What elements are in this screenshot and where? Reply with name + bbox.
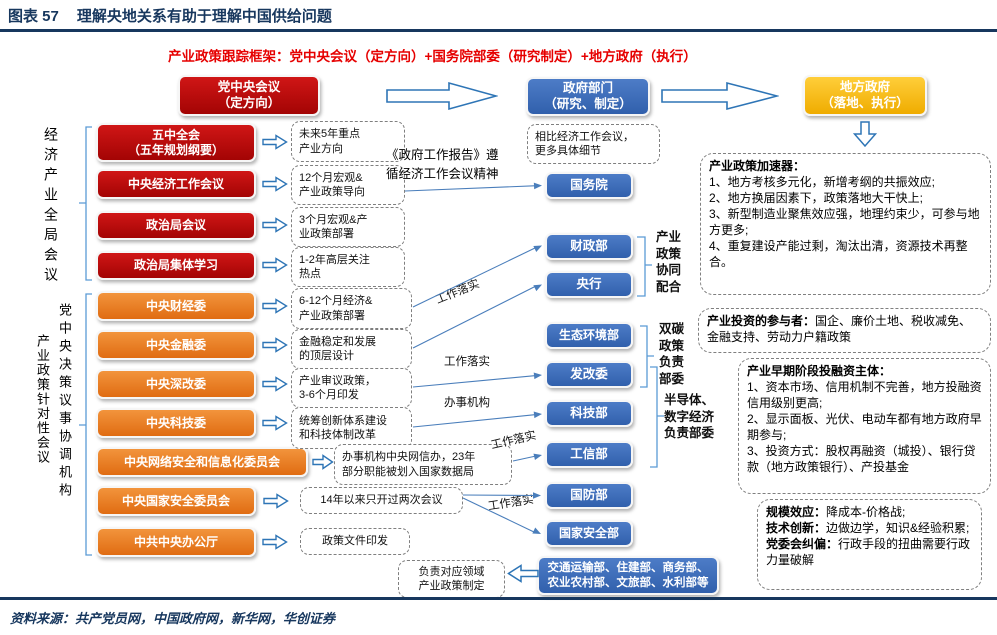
early-financing-note: 产业早期阶段投融资主体： 1、资本市场、信用机制不完善，地方投融资信用级别更高;… — [738, 358, 991, 494]
effects-term: 技术创新： — [766, 521, 827, 536]
arrow-label-work-implement: 工作落实 — [489, 429, 538, 452]
side-label-economy-meetings: 经济产业全局会议 — [43, 127, 59, 287]
effects-term: 规模效应： — [766, 505, 827, 519]
party-meeting-box: 党中央会议 （定方向） — [178, 75, 320, 116]
ministries-other-box: 交通运输部、住建部、商务部、 农业农村部、文旅部、水利部等 — [537, 556, 719, 595]
commission-science-box: 中央科技委 — [96, 408, 256, 438]
figure-header: 图表 57 理解央地关系有助于理解中国供给问题 — [8, 5, 332, 26]
meeting-box-politburo-study: 政治局集体学习 — [96, 251, 256, 280]
commission-finance-economy-box: 中央财经委 — [96, 291, 256, 321]
general-office-box: 中共中央办公厅 — [96, 527, 256, 557]
note-two-meetings: 14年以来只开过两次会议 — [300, 487, 463, 514]
arrow-label-working-body: 办事机构 — [444, 397, 490, 409]
financing-item: 3、投资方式：股权再融资（城投）、银行贷款（地方政策银行）、产投基金 — [747, 444, 976, 475]
effects-item: 规模效应：降成本-价格战; — [766, 504, 973, 520]
arrow-label-work-implement: 工作落实 — [444, 356, 490, 368]
footer-divider — [0, 597, 997, 600]
meeting-box-politburo: 政治局会议 — [96, 211, 256, 240]
note-3m-deployment: 3个月宏观&产 业政策部署 — [291, 207, 405, 247]
small-right-arrow-icon — [262, 534, 288, 550]
big-right-arrow-icon — [661, 81, 779, 111]
commission-financial-box: 中央金融委 — [96, 330, 256, 360]
small-right-arrow-icon — [262, 176, 288, 192]
big-right-arrow-icon — [386, 81, 498, 111]
small-right-arrow-icon — [262, 298, 288, 314]
government-dept-box: 政府部门 （研究、制定） — [526, 77, 650, 116]
small-right-arrow-icon — [262, 337, 288, 353]
note-duty-policy-making: 负责对应领域 产业政策制定 — [398, 560, 505, 598]
participants-text: 国企、廉价土地、税收减免、金融支持、劳动力户籍政策 — [707, 314, 972, 345]
small-right-arrow-icon — [262, 415, 288, 431]
arrow-label-work-implement: 工作落实 — [434, 278, 482, 307]
bracket-label-policy-coordination: 产业 政策 协同 配合 — [656, 230, 682, 294]
effects-term: 党委会纠偏： — [766, 537, 839, 552]
accelerator-item: 1、地方考核多元化，新增考纲的共振效应; — [709, 175, 936, 190]
figure-label: 图表 57 — [8, 8, 59, 25]
accelerator-item: 4、重复建设产能过剩，淘汰出清，资源技术再整合。 — [709, 239, 968, 270]
commission-deep-reform-box: 中央深改委 — [96, 369, 256, 399]
effects-item: 党委会纠偏：行政手段的扭曲需要行政力量破解 — [766, 536, 973, 568]
ministry-state-security-box: 国家安全部 — [545, 520, 633, 547]
note-innovation-system: 统筹创新体系建设 和科技体制改革 — [291, 407, 412, 449]
arrow-label-work-implement: 工作落实 — [487, 493, 535, 513]
note-5yr-direction: 未来5年重点 产业方向 — [291, 121, 405, 162]
report-follows-note: 《政府工作报告》遵 循经济工作会议精神 — [386, 148, 499, 181]
effects-text: 边做边学，知识&经验积累; — [826, 521, 970, 536]
small-right-arrow-icon — [263, 493, 289, 509]
accelerator-item: 3、新型制造业聚焦效应强，地理约束少，可参与地方更多; — [709, 207, 980, 238]
note-12m-orientation: 12个月宏观& 产业政策导向 — [291, 165, 405, 205]
meeting-box-economic-work: 中央经济工作会议 — [96, 169, 256, 199]
commission-national-security-box: 中央国家安全委员会 — [96, 486, 256, 516]
financing-item: 2、显示面板、光伏、电动车都有地方政府早期参与; — [747, 412, 982, 443]
note-document-issue: 政策文件印发 — [300, 528, 410, 555]
effects-note: 规模效应：降成本-价格战; 技术创新：边做边学，知识&经验积累; 党委会纠偏：行… — [757, 499, 982, 590]
note-policy-review: 产业审议政策， 3-6个月印发 — [291, 368, 412, 408]
note-more-details: 相比经济工作会议， 更多具体细节 — [527, 124, 660, 164]
effects-text: 降成本-价格战; — [826, 505, 906, 519]
bracket-label-semiconductor: 半导体、 数字经济 负责部委 — [664, 393, 715, 440]
investment-participants-note: 产业投资的参与者：国企、廉价土地、税收减免、金融支持、劳动力户籍政策 — [698, 308, 991, 353]
participants-title: 产业投资的参与者： — [707, 314, 816, 328]
state-council-box: 国务院 — [545, 172, 633, 199]
title-divider — [0, 29, 997, 32]
left-arrow-icon — [507, 564, 539, 583]
effects-item: 技术创新：边做边学，知识&经验积累; — [766, 520, 973, 536]
small-right-arrow-icon — [262, 217, 288, 233]
meeting-box-plenum: 五中全会 （五年规划纲要） — [96, 123, 256, 162]
ministry-science-box: 科技部 — [545, 400, 633, 427]
source-note: 资料来源：共产党员网，中国政府网，新华网，华创证券 — [10, 611, 336, 626]
financing-title: 产业早期阶段投融资主体： — [747, 364, 892, 378]
financing-item: 1、资本市场、信用机制不完善，地方投融资信用级别更高; — [747, 380, 982, 411]
note-hotspots: 1-2年高层关注 热点 — [291, 247, 405, 287]
framework-banner: 产业政策跟踪框架：党中央会议（定方向）+国务院部委（研究制定）+地方政府（执行） — [168, 49, 697, 64]
side-label-targeted-meetings: 产业政策针对性会议 — [35, 334, 50, 465]
ministry-pboc-box: 央行 — [545, 271, 633, 298]
local-government-box: 地方政府 （落地、执行） — [803, 75, 927, 116]
down-arrow-icon — [853, 121, 877, 147]
note-financial-design: 金融稳定和发展 的顶层设计 — [291, 329, 412, 369]
commission-cyberspace-box: 中央网络安全和信息化委员会 — [96, 447, 308, 477]
ministry-miit-box: 工信部 — [545, 441, 633, 468]
note-cyberspace-office: 办事机构中央网信办，23年 部分职能被划入国家数据局 — [334, 444, 512, 485]
small-right-arrow-icon — [312, 454, 334, 470]
small-right-arrow-icon — [262, 376, 288, 392]
ministry-finance-box: 财政部 — [545, 233, 633, 260]
ministry-defense-box: 国防部 — [545, 482, 633, 509]
small-right-arrow-icon — [262, 257, 288, 273]
ministry-ndrc-box: 发改委 — [545, 361, 633, 388]
small-right-arrow-icon — [262, 134, 288, 150]
bracket-label-dual-carbon: 双碳 政策 负责 部委 — [659, 322, 685, 386]
figure-title: 理解央地关系有助于理解中国供给问题 — [76, 8, 332, 25]
side-label-coordination-bodies: 党中央决策议事协调机构 — [57, 303, 72, 501]
effects-text: 行政手段的扭曲需要行政力量破解 — [766, 537, 971, 568]
accelerator-title: 产业政策加速器： — [709, 159, 806, 173]
ministry-ecology-box: 生态环境部 — [545, 322, 633, 349]
accelerator-item: 2、地方换届因素下，政策落地大干快上; — [709, 191, 924, 206]
accelerator-note: 产业政策加速器： 1、地方考核多元化，新增考纲的共振效应; 2、地方换届因素下，… — [700, 153, 991, 295]
note-6-12m-deployment: 6-12个月经济& 产业政策部署 — [291, 288, 412, 329]
